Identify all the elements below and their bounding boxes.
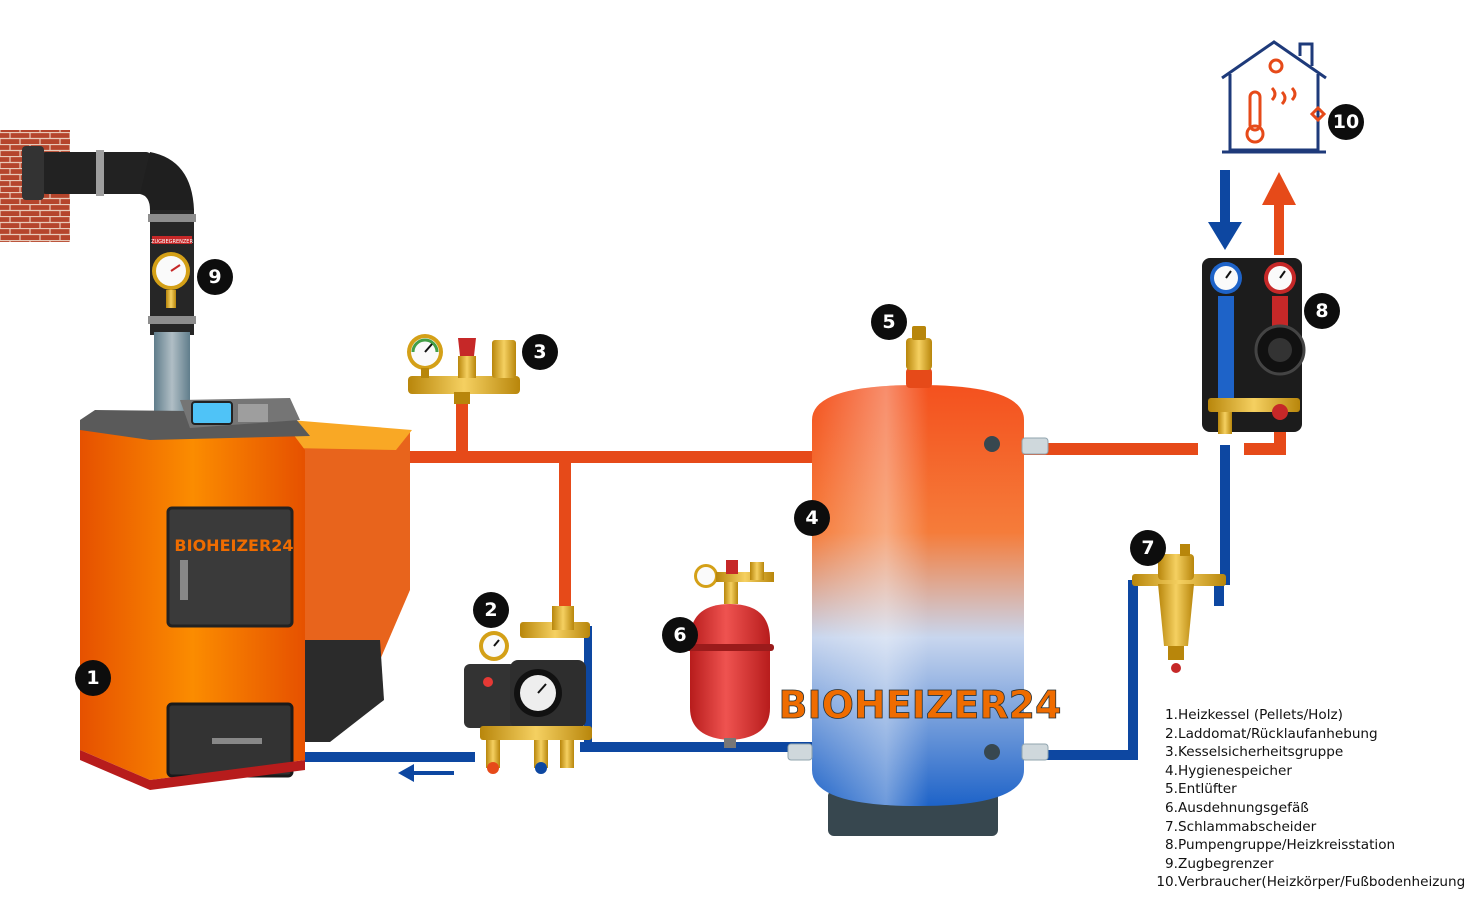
badge-entluefter: 5 bbox=[871, 304, 907, 340]
badge-verbraucher: 10 bbox=[1328, 104, 1364, 140]
legend-item: 6.Ausdehnungsgefäß bbox=[1165, 799, 1309, 816]
pump-group-station bbox=[1202, 258, 1306, 434]
legend-item: 9.Zugbegrenzer bbox=[1165, 855, 1274, 872]
safety-group bbox=[407, 334, 520, 404]
consumer-house-icon bbox=[1221, 40, 1327, 154]
legend-item: 7.Schlammabscheider bbox=[1165, 818, 1317, 835]
air-vent bbox=[906, 326, 932, 388]
pellet-boiler: BIOHEIZER24 bbox=[80, 398, 412, 790]
hygiene-storage-tank: BIOHEIZER24 bbox=[778, 385, 1062, 836]
legend-item: 2.Laddomat/Rücklaufanhebung bbox=[1165, 725, 1378, 742]
badge-ausdehnungsgefaess: 6 bbox=[662, 617, 698, 653]
zugbegrenzer-label: ZUGBEGRENZER bbox=[151, 239, 193, 245]
badge-laddomat: 2 bbox=[473, 592, 509, 628]
badge-zugbegrenzer: 9 bbox=[197, 259, 233, 295]
badge-hygienespeicher: 4 bbox=[794, 500, 830, 536]
legend-item: 4.Hygienespeicher bbox=[1165, 762, 1292, 779]
dirt-separator bbox=[1132, 544, 1226, 673]
legend-item: 8.Pumpengruppe/Heizkreisstation bbox=[1165, 837, 1396, 854]
zugbegrenzer-device: ZUGBEGRENZER bbox=[151, 236, 193, 308]
legend: 1.Heizkessel (Pellets/Holz) 2.Laddomat/R… bbox=[1152, 706, 1465, 892]
return-flow-arrow bbox=[398, 764, 454, 782]
expansion-vessel bbox=[686, 560, 774, 748]
legend-item: 3.Kesselsicherheitsgruppe bbox=[1165, 744, 1344, 761]
badge-sicherheitsgruppe: 3 bbox=[522, 334, 558, 370]
badge-schlammabscheider: 7 bbox=[1130, 530, 1166, 566]
badge-pumpengruppe: 8 bbox=[1304, 293, 1340, 329]
legend-item: 5.Entlüfter bbox=[1165, 781, 1237, 798]
supply-pipes bbox=[410, 172, 1296, 611]
return-pipes bbox=[305, 170, 1242, 762]
laddomat-unit bbox=[464, 606, 592, 774]
badge-heizkessel: 1 bbox=[75, 660, 111, 696]
boiler-logo: BIOHEIZER24 bbox=[174, 536, 293, 555]
tank-logo: BIOHEIZER24 bbox=[779, 683, 1062, 727]
legend-item: 1.Heizkessel (Pellets/Holz) bbox=[1165, 707, 1343, 723]
legend-item: 10.Verbraucher(Heizkörper/Fußbodenheizun… bbox=[1156, 874, 1466, 891]
